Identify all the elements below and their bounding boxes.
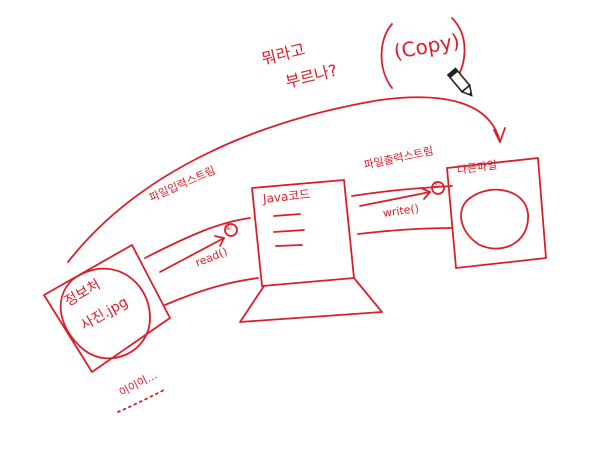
write-arrowhead [420, 187, 431, 200]
input-tunnel-top [144, 217, 251, 259]
step-input-circle [224, 223, 238, 237]
other-file-box [446, 157, 547, 269]
write-arrow [359, 191, 431, 207]
binary-trail [117, 389, 165, 413]
copy-arc-tip [493, 127, 506, 143]
input-tunnel-bottom [164, 277, 259, 306]
source-file-circle [59, 267, 151, 360]
step-output-circle [431, 181, 445, 195]
step-output-number: ① [432, 181, 441, 191]
read-arrowhead [214, 235, 225, 247]
java-code-stand [239, 277, 383, 323]
other-file-circle [460, 188, 529, 250]
copy-paren-left [380, 23, 393, 89]
output-tunnel-bottom [357, 227, 453, 235]
pencil-icon [447, 67, 473, 97]
read-arrow [159, 237, 225, 273]
source-file-box [43, 244, 171, 373]
java-code-line-3 [275, 244, 303, 247]
java-code-line-2 [273, 229, 305, 233]
copy-arc [67, 96, 501, 263]
output-tunnel-top [351, 185, 453, 197]
java-code-line-1 [273, 213, 301, 217]
step-input-number: ① [224, 223, 233, 233]
